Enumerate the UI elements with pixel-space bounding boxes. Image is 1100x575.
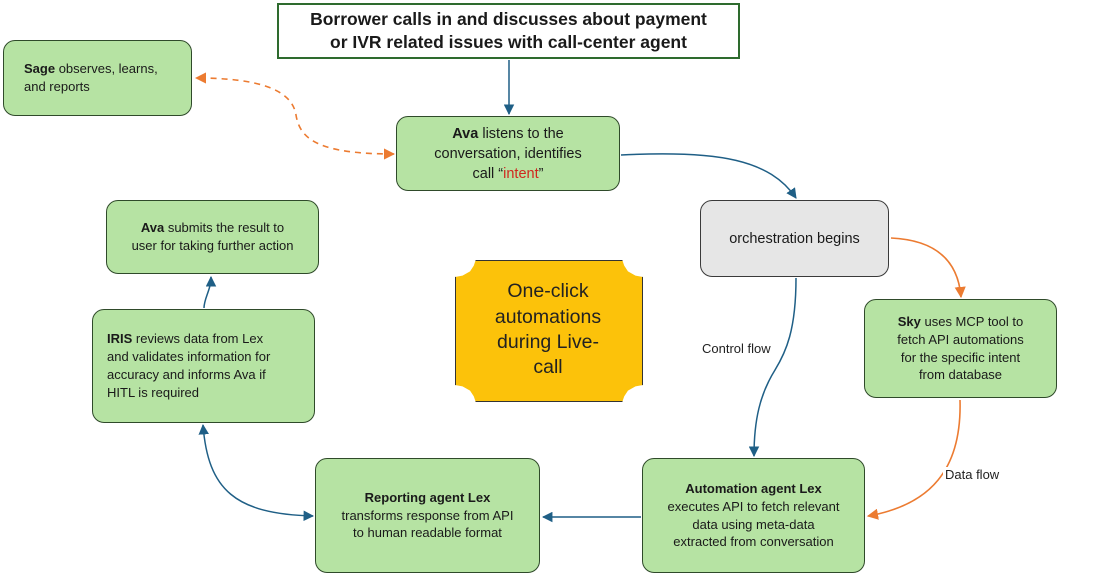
borrower-call-box: Borrower calls in and discusses about pa…: [277, 3, 740, 59]
automation-agent-box: Automation agent Lex executes API to fet…: [642, 458, 865, 573]
iris-text2: and validates information for: [107, 349, 271, 365]
orchestration-text: orchestration begins: [729, 230, 860, 247]
sky-text2: fetch API automations: [897, 331, 1024, 347]
reporting-agent-name: Reporting agent Lex: [364, 489, 491, 505]
reporting-text2: transforms response from API: [341, 507, 514, 523]
ava-submit-text2: user for taking further action: [131, 238, 294, 253]
arrow-sky-to-automation: [866, 399, 961, 520]
iris-box: IRIS reviews data from Lex and validates…: [92, 309, 315, 423]
borrower-call-line1: Borrower calls in and discusses about pa…: [310, 9, 707, 30]
sage-box: Sage observes, learns, and reports: [3, 40, 192, 116]
iris-text1: reviews data from Lex: [132, 331, 264, 347]
ava-listen-text1: listens to the: [478, 125, 564, 142]
ava-listen-box: Ava listens to the conversation, identif…: [396, 116, 620, 191]
iris-name: IRIS: [107, 331, 133, 347]
data-flow-label: Data flow: [943, 467, 1002, 482]
iris-text4: HITL is required: [107, 384, 199, 400]
ava-listen-text3-post: ”: [538, 165, 544, 182]
ava-listen-text2: conversation, identifies: [434, 145, 582, 162]
ava-listen-text3-pre: call “: [472, 165, 504, 182]
sky-text1: uses MCP tool to: [920, 313, 1024, 329]
sky-text3: for the specific intent: [900, 349, 1021, 365]
arrow-orchestration-to-sky: [890, 237, 966, 299]
reporting-text3: to human readable format: [353, 525, 502, 541]
arrow-iris-to-ava-submit: [203, 275, 217, 309]
orchestration-box: orchestration begins: [700, 200, 889, 277]
automation-agent-name: Automation agent Lex: [685, 480, 822, 496]
one-click-plaque: [455, 260, 643, 402]
arrow-ava-sage-dashed: [194, 72, 396, 160]
arrow-reporting-iris: [198, 423, 315, 522]
sage-name: Sage: [24, 61, 56, 77]
automation-text4: extracted from conversation: [673, 534, 834, 550]
sage-text2: and reports: [24, 79, 90, 94]
ava-submit-text1: submits the result to: [164, 220, 285, 236]
intent-highlight: intent: [503, 165, 539, 182]
ava-listen-name: Ava: [452, 125, 479, 142]
one-click-line4: call: [533, 356, 563, 379]
sky-text4: from database: [918, 367, 1003, 383]
ava-submit-box: Ava submits the result to user for takin…: [106, 200, 319, 274]
one-click-line2: automations: [494, 305, 602, 328]
sky-name: Sky: [897, 313, 921, 329]
automation-text2: executes API to fetch relevant: [667, 498, 840, 514]
one-click-line3: during Live-: [497, 331, 599, 353]
ava-submit-name: Ava: [140, 220, 165, 236]
one-click-line1: One-click: [507, 280, 589, 303]
sage-text1: observes, learns,: [55, 61, 158, 77]
one-click-text: One-click automations during Live- call: [455, 260, 641, 400]
automation-text3: data using meta-data: [692, 516, 815, 532]
sky-box: Sky uses MCP tool to fetch API automatio…: [864, 299, 1057, 398]
reporting-agent-box: Reporting agent Lex transforms response …: [315, 458, 540, 573]
control-flow-label: Control flow: [700, 341, 773, 356]
arrow-orchestration-to-automation: [748, 277, 797, 458]
arrow-ava-to-orchestration: [620, 153, 797, 199]
iris-text3: accuracy and informs Ava if: [107, 367, 266, 382]
borrower-call-line2: or IVR related issues with call-center a…: [330, 32, 687, 52]
